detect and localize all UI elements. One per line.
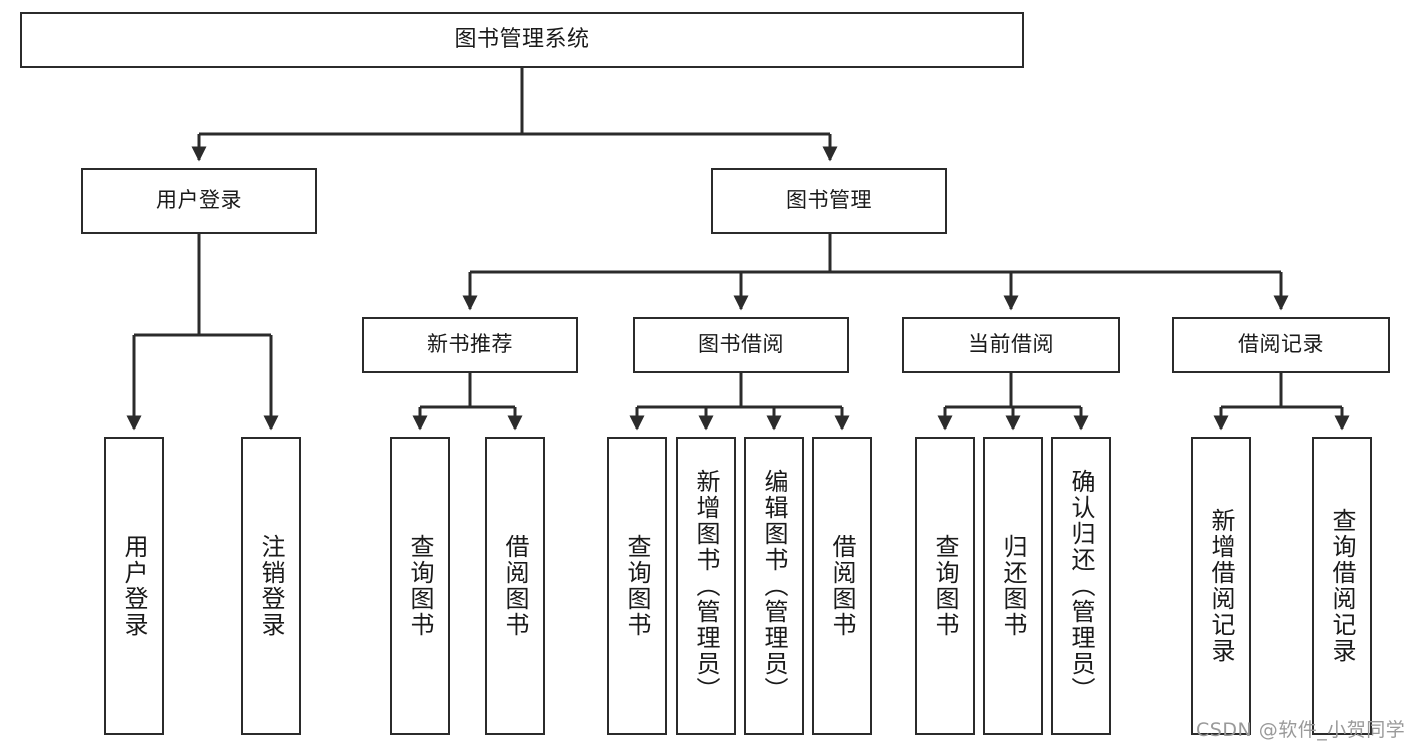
- node-book-borrow[interactable]: 图书借阅: [633, 317, 849, 373]
- node-leaf-user-logout[interactable]: 注销登录: [241, 437, 301, 735]
- node-new-book-rec-label: 新书推荐: [427, 332, 513, 357]
- node-borrow-record-label: 借阅记录: [1238, 332, 1324, 357]
- node-leaf-br-query-label: 查询借阅记录: [1328, 508, 1356, 664]
- node-leaf-user-login[interactable]: 用户登录: [104, 437, 164, 735]
- node-leaf-bb-borrow[interactable]: 借阅图书: [812, 437, 872, 735]
- node-leaf-cb-query[interactable]: 查询图书: [915, 437, 975, 735]
- node-leaf-cb-confirm[interactable]: 确认归还（管理员）: [1051, 437, 1111, 735]
- node-leaf-bb-add-label: 新增图书（管理员）: [692, 469, 720, 703]
- node-leaf-br-query[interactable]: 查询借阅记录: [1312, 437, 1372, 735]
- node-leaf-rec-query-label: 查询图书: [406, 534, 434, 638]
- node-leaf-user-login-label: 用户登录: [120, 534, 148, 638]
- node-user-login-label: 用户登录: [156, 188, 242, 213]
- node-leaf-bb-add[interactable]: 新增图书（管理员）: [676, 437, 736, 735]
- node-root[interactable]: 图书管理系统: [20, 12, 1024, 68]
- node-book-manage[interactable]: 图书管理: [711, 168, 947, 234]
- node-root-label: 图书管理系统: [454, 26, 590, 52]
- node-book-manage-label: 图书管理: [786, 188, 872, 213]
- csdn-watermark-text: CSDN @软件_小贺同学: [1196, 719, 1405, 741]
- node-leaf-bb-edit[interactable]: 编辑图书（管理员）: [744, 437, 804, 735]
- node-leaf-bb-query-label: 查询图书: [623, 534, 651, 638]
- node-leaf-br-add[interactable]: 新增借阅记录: [1191, 437, 1251, 735]
- node-leaf-cb-return-label: 归还图书: [999, 534, 1027, 638]
- node-leaf-user-logout-label: 注销登录: [257, 534, 285, 638]
- node-current-borrow[interactable]: 当前借阅: [902, 317, 1120, 373]
- node-leaf-cb-confirm-label: 确认归还（管理员）: [1067, 469, 1095, 703]
- node-leaf-bb-query[interactable]: 查询图书: [607, 437, 667, 735]
- node-leaf-cb-return[interactable]: 归还图书: [983, 437, 1043, 735]
- csdn-watermark: CSDN @软件_小贺同学: [1196, 715, 1405, 742]
- node-leaf-rec-borrow-label: 借阅图书: [501, 534, 529, 638]
- node-book-borrow-label: 图书借阅: [698, 332, 784, 357]
- node-leaf-rec-query[interactable]: 查询图书: [390, 437, 450, 735]
- node-leaf-rec-borrow[interactable]: 借阅图书: [485, 437, 545, 735]
- node-new-book-rec[interactable]: 新书推荐: [362, 317, 578, 373]
- node-leaf-br-add-label: 新增借阅记录: [1207, 508, 1235, 664]
- node-leaf-cb-query-label: 查询图书: [931, 534, 959, 638]
- node-leaf-bb-edit-label: 编辑图书（管理员）: [760, 469, 788, 703]
- node-leaf-bb-borrow-label: 借阅图书: [828, 534, 856, 638]
- node-user-login[interactable]: 用户登录: [81, 168, 317, 234]
- node-borrow-record[interactable]: 借阅记录: [1172, 317, 1390, 373]
- node-current-borrow-label: 当前借阅: [968, 332, 1054, 357]
